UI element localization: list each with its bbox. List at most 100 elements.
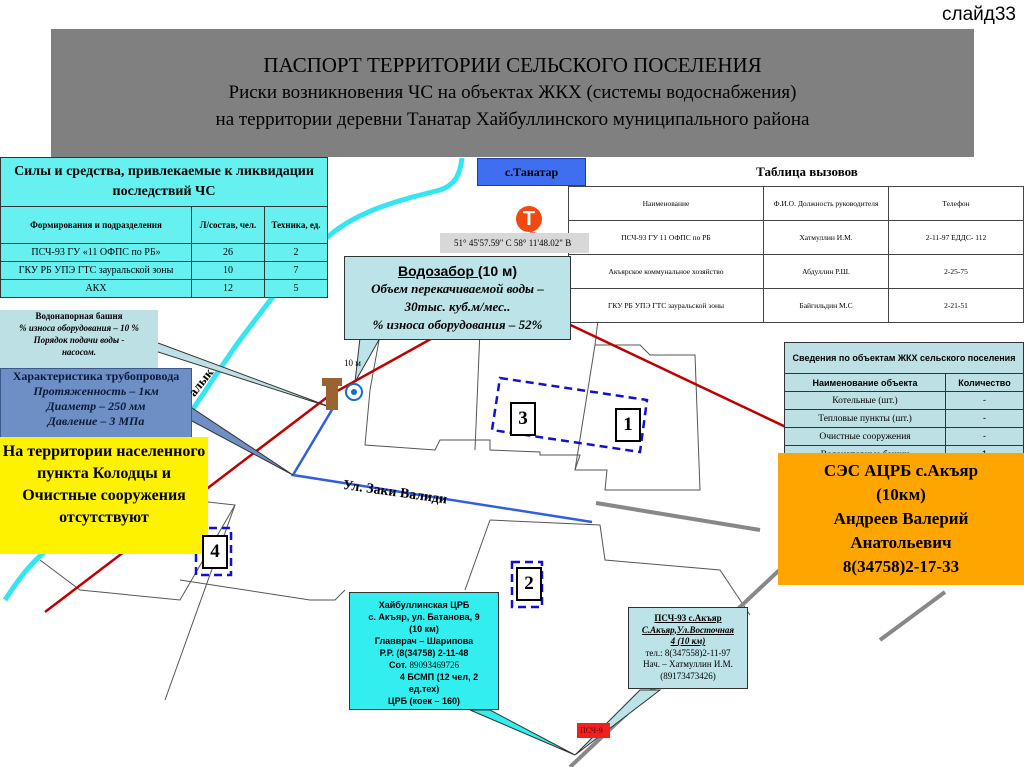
zhkh-table: Сведения по объектам ЖКХ сельского посел… xyxy=(784,342,1024,464)
table-cell: Акъярское коммунальное хозяйство xyxy=(568,254,764,289)
column-header: Техника, ед. xyxy=(264,206,328,244)
forces-table-title: Силы и средства, привлекаемые к ликвидац… xyxy=(0,157,328,207)
psch-phone: тел.: 8(347558)2-11-97 xyxy=(645,647,731,658)
crb-line: ед.тех) xyxy=(408,684,440,694)
marker-t-icon: T xyxy=(516,206,542,232)
forces-table: Силы и средства, привлекаемые к ликвидац… xyxy=(0,157,328,298)
calls-table-title: Таблица вызовов xyxy=(756,164,858,179)
table-cell: ГКУ РБ УПЭ ГТС зауральской зоны xyxy=(0,261,192,280)
notice-box: На территории населенного пункта Колодцы… xyxy=(0,437,208,554)
hazard-zone-4 xyxy=(194,526,233,577)
table-cell: ПСЧ-93 ГУ 11 ОФПС по РБ xyxy=(568,220,764,255)
table-cell: Тепловые пункты (шт.) xyxy=(784,409,946,428)
village-tag: с.Танатар xyxy=(477,158,586,186)
table-cell: ПСЧ-93 ГУ «11 ОФПС по РБ» xyxy=(0,243,192,262)
table-row: ГКУ РБ УПЭ ГТС зауральской зоны Байгильд… xyxy=(568,288,1024,323)
object-number-2: 2 xyxy=(516,567,542,601)
header-title: ПАСПОРТ ТЕРРИТОРИИ СЕЛЬСКОГО ПОСЕЛЕНИЯ xyxy=(263,53,762,77)
table-cell: 10 xyxy=(191,261,265,280)
column-header: Формирования и подразделения xyxy=(0,206,192,244)
crb-line: Р.Р. (8(34758) 2-11-48 xyxy=(379,648,469,658)
psch-title: ПСЧ-93 с.Акъяр xyxy=(654,613,722,623)
column-header: Наименование объекта xyxy=(784,373,946,392)
column-header: Ф.И.О. Должность руководителя xyxy=(763,186,889,221)
water-tower-title: Водонапорная башня xyxy=(35,311,123,321)
psch-chief: Нач. – Хатмуллин И.М. xyxy=(643,659,733,669)
table-cell: 7 xyxy=(264,261,328,280)
crb-mobile: 89093469726 xyxy=(409,660,459,670)
ses-line: СЭС АЦРБ с.Акъяр xyxy=(823,461,979,480)
ses-phone: 8(34758)2-17-33 xyxy=(842,557,960,576)
zhkh-table-title: Сведения по объектам ЖКХ сельского посел… xyxy=(784,342,1024,374)
psch-distance: 4 (10 км) xyxy=(670,636,706,646)
crb-line: ЦРБ (коек – 160) xyxy=(388,696,460,706)
callout-pointer-psch xyxy=(574,689,662,756)
psch-chief-phone: (89173473426) xyxy=(660,670,716,681)
crb-line: (10 км) xyxy=(409,624,439,634)
vodozabor-callout: Водозабор (10 м) Объем перекачиваемой во… xyxy=(344,256,571,340)
table-cell: - xyxy=(945,409,1024,428)
table-cell: Очистные сооружения xyxy=(784,427,946,446)
hazard-zone-1-3 xyxy=(490,376,649,454)
psch-callout: ПСЧ-93 с.Акъяр С.Акъяр,Ул.Восточная 4 (1… xyxy=(628,607,748,689)
table-cell: Котельные (шт.) xyxy=(784,391,946,410)
vodozabor-line: 30тыс. куб.м/мес.. xyxy=(404,299,511,314)
slide-number: слайд33 xyxy=(942,4,1016,25)
header-subtitle-2: на территории деревни Танатар Хайбуллинс… xyxy=(215,109,810,130)
pipeline-title: Характеристика трубопровода xyxy=(12,369,180,383)
table-row: ПСЧ-93 ГУ «11 ОФПС по РБ» 26 2 xyxy=(0,243,328,262)
table-row: Котельные (шт.)- xyxy=(784,391,1024,410)
table-row: Тепловые пункты (шт.)- xyxy=(784,409,1024,428)
hazard-zone-2 xyxy=(510,560,544,609)
column-header: Телефон xyxy=(888,186,1024,221)
table-cell: Абдуллин Р.Ш. xyxy=(763,254,889,289)
column-header: Наименование xyxy=(568,186,764,221)
table-cell: 2-11-97 ЕДДС- 112 xyxy=(888,220,1024,255)
table-cell: 26 xyxy=(191,243,265,262)
table-cell: Хатмуллин И.М. xyxy=(763,220,889,255)
road-gray xyxy=(595,501,761,532)
vodozabor-title: Водозабор xyxy=(397,263,478,279)
plot-line xyxy=(474,329,481,451)
table-row: ГКУ РБ УПЭ ГТС зауральской зоны 10 7 xyxy=(0,261,328,280)
ses-info-box: СЭС АЦРБ с.Акъяр (10км) Андреев Валерий … xyxy=(778,453,1024,585)
header-subtitle: Риски возникновения ЧС на объектах ЖКХ (… xyxy=(228,82,797,103)
table-cell: 2-21-51 xyxy=(888,288,1024,323)
table-cell: 12 xyxy=(191,279,265,298)
plot-line xyxy=(179,579,346,601)
column-header: Количество xyxy=(945,373,1024,392)
coordinates-readout: 51° 45'57.59" С 58° 11'48.02" В xyxy=(440,233,589,253)
page-header: ПАСПОРТ ТЕРРИТОРИИ СЕЛЬСКОГО ПОСЕЛЕНИЯ Р… xyxy=(51,29,974,157)
crb-callout: Хайбуллинская ЦРБ с. Акъяр, ул. Батанова… xyxy=(349,592,499,710)
fire-station-flag-icon: ПСЧ-9 xyxy=(577,723,610,738)
table-cell: Байгильдин М.С xyxy=(763,288,889,323)
psch-address: С.Акъяр,Ул.Восточная xyxy=(641,624,735,635)
crb-line: Хайбуллинская ЦРБ xyxy=(378,600,470,610)
water-intake-icon xyxy=(345,383,363,401)
table-cell: - xyxy=(945,427,1024,446)
table-row: АКХ 12 5 xyxy=(0,279,328,298)
object-number-4: 4 xyxy=(202,535,228,569)
table-row: Очистные сооружения- xyxy=(784,427,1024,446)
plot-line xyxy=(574,344,596,471)
water-tower-line: насосом. xyxy=(61,347,97,357)
crb-line: с. Акъяр, ул. Батанова, 9 xyxy=(368,612,480,622)
pipeline-diameter: Диаметр – 250 мм xyxy=(46,399,146,413)
plot-line xyxy=(489,519,751,616)
ses-line: (10км) xyxy=(876,485,926,504)
vodozabor-line: % износа оборудования – 52% xyxy=(372,317,543,332)
road-gray-3 xyxy=(878,590,947,642)
column-header: Л/состав, чел. xyxy=(191,206,265,244)
water-tower-callout: Водонапорная башня % износа оборудования… xyxy=(0,310,158,368)
table-cell: - xyxy=(945,391,1024,410)
pipeline-pressure: Давление – 3 МПа xyxy=(47,414,145,428)
pipeline-length: Протяженность – 1км xyxy=(33,384,159,398)
water-tower-line: Порядок подачи воды - xyxy=(33,335,125,345)
crb-line: 4 БСМП (12 чел, 2 xyxy=(399,672,479,682)
callout-pointer-crb xyxy=(469,709,576,756)
plot-line xyxy=(464,519,491,591)
vodozabor-distance: (10 м) xyxy=(477,263,518,279)
table-row: ПСЧ-93 ГУ 11 ОФПС по РБ Хатмуллин И.М. 2… xyxy=(568,220,1024,255)
ses-line: Анатольевич xyxy=(850,533,952,552)
vodozabor-line: Объем перекачиваемой воды – xyxy=(371,281,544,296)
